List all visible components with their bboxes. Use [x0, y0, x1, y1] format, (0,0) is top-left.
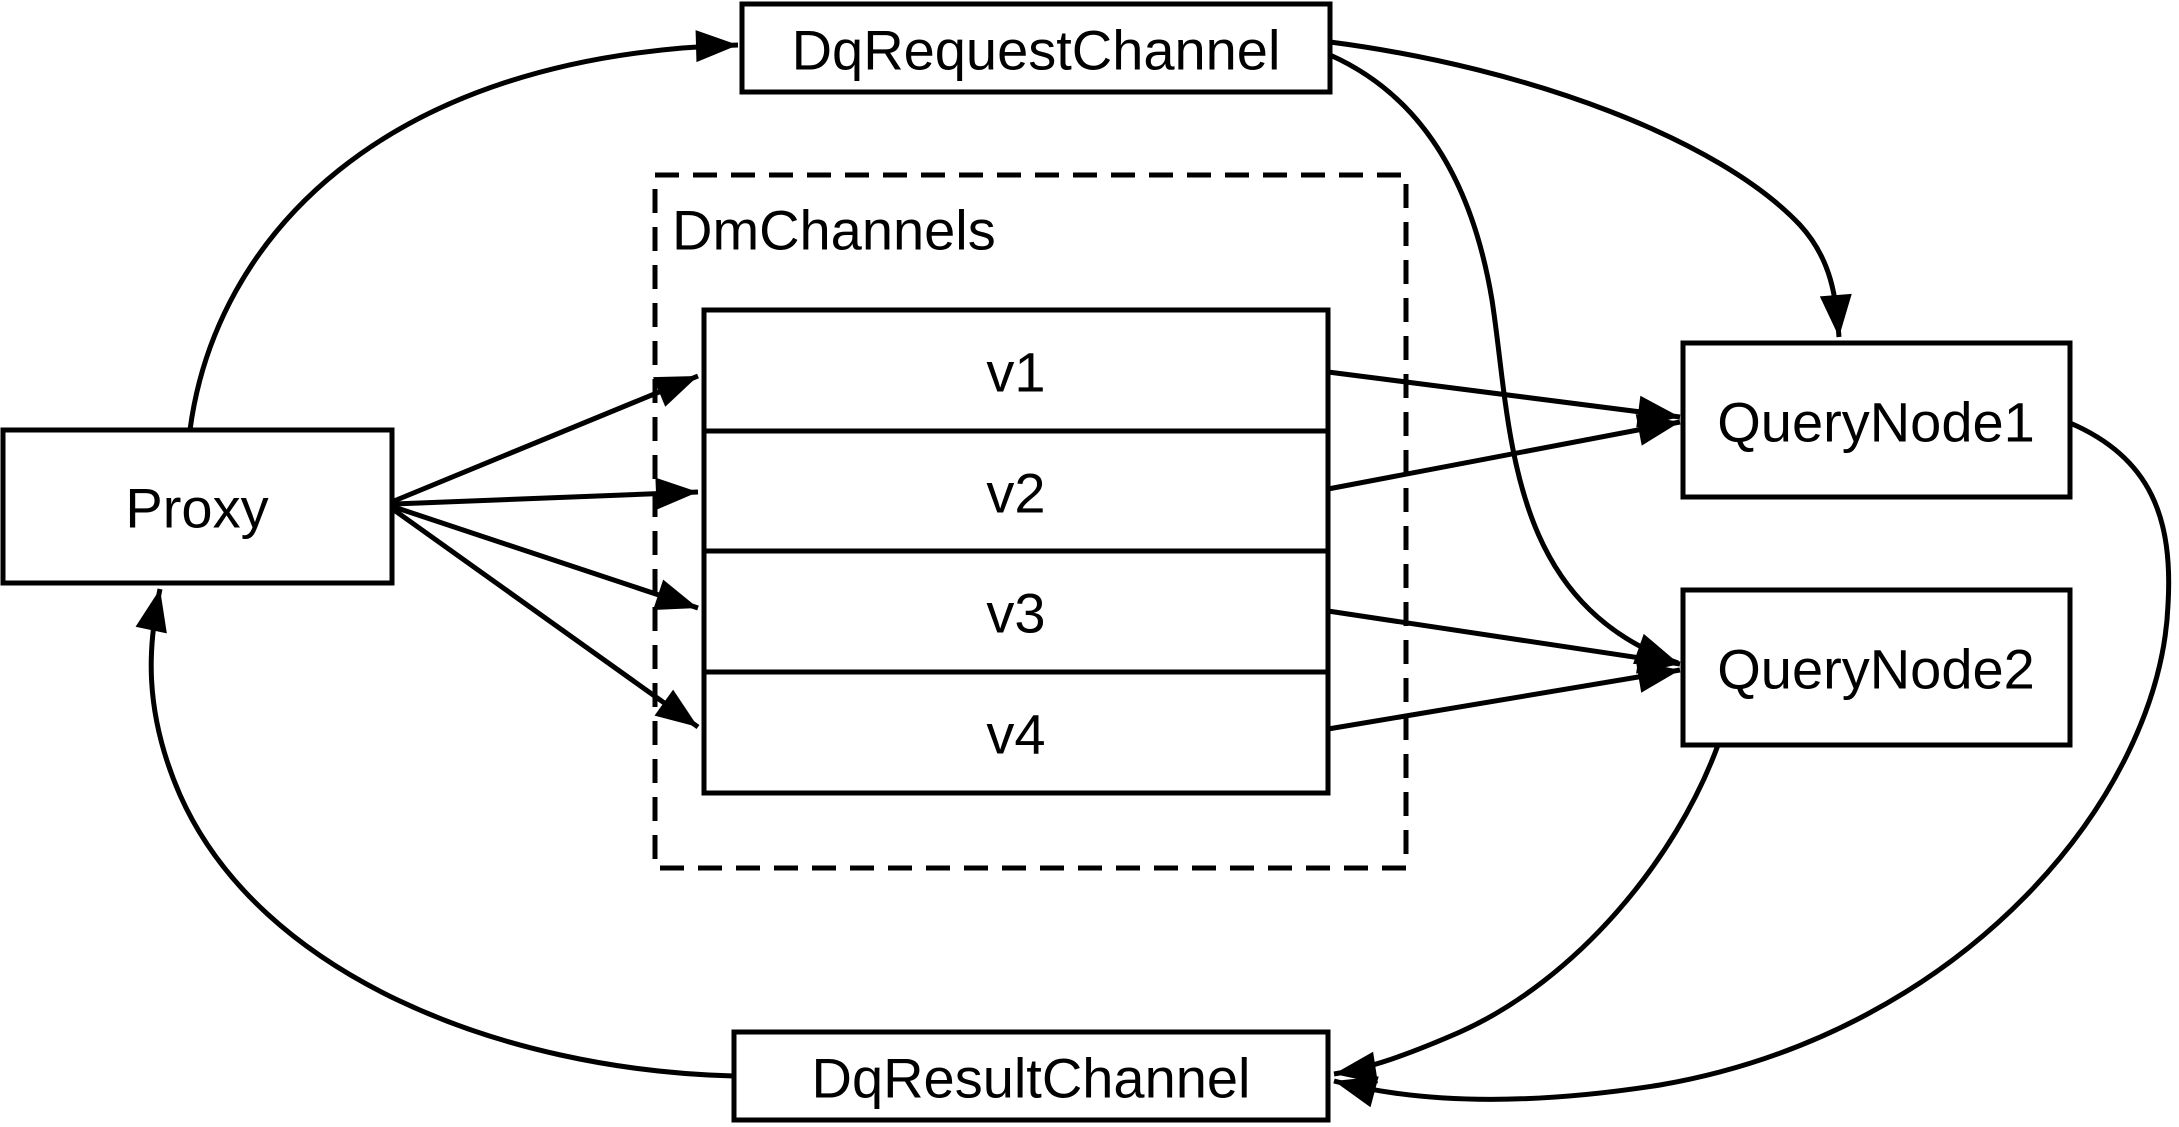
- querynode1-box: [1680, 340, 2073, 500]
- channel-v1-label: v1: [986, 341, 1045, 404]
- edge-proxy-to-v3: [393, 504, 699, 611]
- dqresultchannel-node: DqResultChannel: [731, 1029, 1331, 1123]
- dqresultchannel-label: DqResultChannel: [812, 1047, 1251, 1110]
- edge-dqrequestchannel-to-querynode1: [1329, 39, 1852, 338]
- querynode1-label: QueryNode1: [1717, 391, 2035, 454]
- channel-v1-node: v1: [701, 307, 1331, 434]
- dqrequestchannel-node: DqRequestChannel: [739, 1, 1333, 95]
- edge-v3-to-querynode2: [1327, 608, 1681, 674]
- channel-v4-label: v4: [986, 703, 1045, 766]
- dqrequestchannel-box: [739, 1, 1333, 95]
- edge-dqresultchannel-to-proxy: [135, 588, 735, 1079]
- edge-proxy-to-v2: [393, 477, 699, 510]
- channel-v3-box: [701, 548, 1331, 675]
- channel-v2-node: v2: [701, 428, 1331, 554]
- channel-v3-label: v3: [986, 582, 1045, 645]
- dqrequestchannel-label: DqRequestChannel: [792, 19, 1281, 82]
- channel-v4-node: v4: [701, 669, 1331, 796]
- edge-querynode2-to-dqresultchannel: [1333, 744, 1721, 1084]
- proxy-box: [0, 427, 395, 586]
- edge-v4-to-querynode2: [1327, 661, 1681, 732]
- channel-v3-node: v3: [701, 548, 1331, 675]
- proxy-node: Proxy: [0, 427, 395, 586]
- edge-querynode1-to-dqresultchannel: [1333, 420, 2172, 1108]
- edge-proxy-to-v1: [393, 373, 699, 504]
- proxy-label: Proxy: [125, 477, 268, 540]
- querynode2-box: [1680, 587, 2073, 748]
- channel-v2-label: v2: [986, 462, 1045, 525]
- channel-v4-box: [701, 669, 1331, 796]
- edge-v2-to-querynode1: [1327, 414, 1681, 492]
- querynode2-label: QueryNode2: [1717, 638, 2035, 701]
- channel-v2-box: [701, 428, 1331, 554]
- channel-v1-box: [701, 307, 1331, 434]
- querynode1-node: QueryNode1: [1680, 340, 2073, 500]
- edge-proxy-to-dqrequestchannel: [187, 30, 739, 431]
- dmchannels-group-label: DmChannels: [672, 199, 996, 262]
- dqresultchannel-box: [731, 1029, 1331, 1123]
- querynode2-node: QueryNode2: [1680, 587, 2073, 748]
- edge-dqrequestchannel-to-querynode2: [1328, 52, 1679, 666]
- edge-proxy-to-v4: [392, 507, 700, 730]
